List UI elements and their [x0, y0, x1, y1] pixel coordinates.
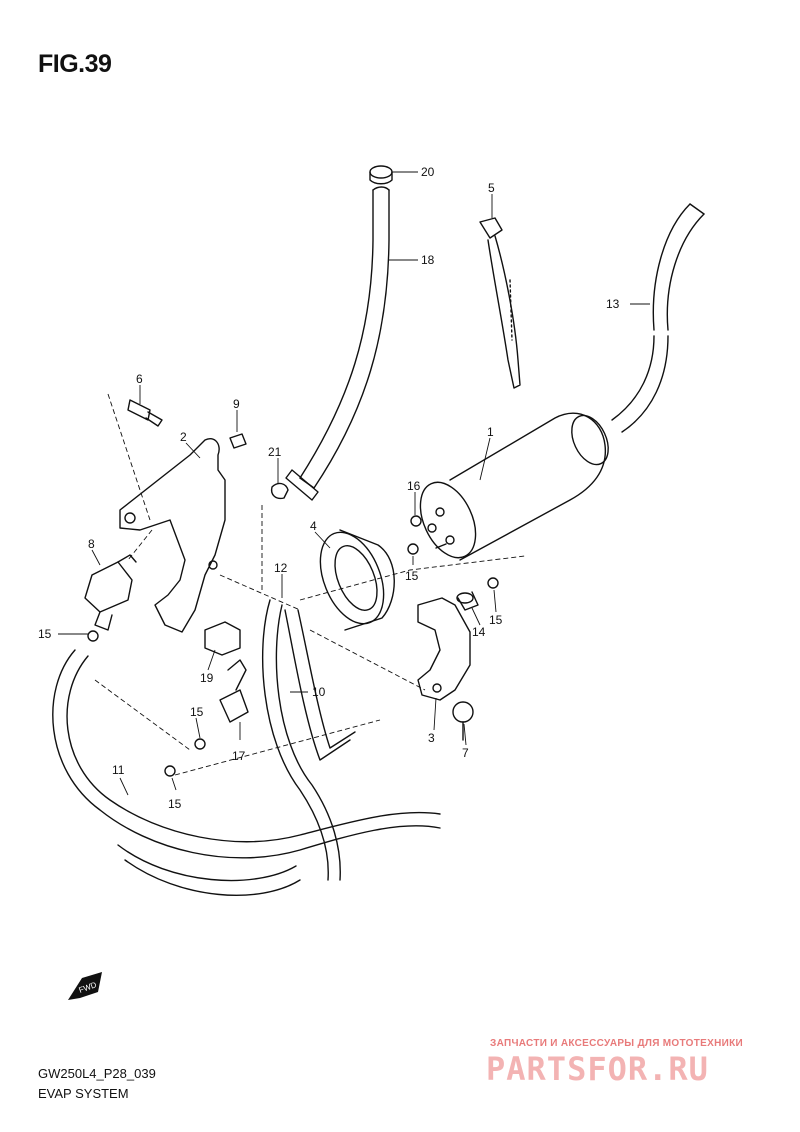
cap-14 — [456, 591, 479, 611]
callout-6: 6 — [136, 372, 143, 386]
clamp-20 — [369, 165, 393, 185]
callout-15e: 15 — [168, 797, 182, 811]
bolt-7 — [452, 701, 474, 741]
callout-15b: 15 — [405, 569, 419, 583]
callout-15c: 15 — [489, 613, 503, 627]
cable-tie-5 — [479, 217, 521, 389]
callout-12: 12 — [274, 561, 288, 575]
diagram-code: GW250L4_P28_039 — [38, 1066, 156, 1081]
cushion-19 — [204, 621, 241, 656]
canister-1 — [419, 412, 609, 561]
callout-15d: 15 — [190, 705, 204, 719]
callout-8: 8 — [88, 537, 95, 551]
callout-labels: 1 2 3 4 5 6 7 8 9 10 11 12 13 14 15 15 1… — [38, 165, 620, 811]
leader-lines — [58, 171, 650, 796]
callout-21: 21 — [268, 445, 282, 459]
callout-7: 7 — [462, 746, 469, 760]
bracket-3 — [417, 597, 471, 701]
assembly-lines — [94, 393, 526, 776]
hose-18 — [299, 186, 390, 489]
callout-20: 20 — [421, 165, 435, 179]
bolt-6 — [127, 399, 163, 427]
callout-1: 1 — [487, 425, 494, 439]
callout-19: 19 — [200, 671, 214, 685]
fitting-17 — [219, 659, 249, 723]
hose-10 — [261, 599, 356, 881]
callout-11: 11 — [112, 763, 125, 777]
callout-10: 10 — [312, 685, 326, 699]
nut-9 — [229, 433, 247, 449]
callout-14: 14 — [472, 625, 486, 639]
system-name: EVAP SYSTEM — [38, 1086, 129, 1101]
watermark-logo: PARTSFOR.RU — [486, 1050, 709, 1088]
callout-13: 13 — [606, 297, 620, 311]
callout-18: 18 — [421, 253, 435, 267]
callout-17: 17 — [232, 749, 246, 763]
hose-11 — [52, 649, 441, 896]
valve-8 — [84, 554, 137, 631]
hose-18-end — [285, 469, 319, 501]
callout-4: 4 — [310, 519, 317, 533]
callout-15a: 15 — [38, 627, 52, 641]
forward-arrow — [68, 972, 102, 1000]
callout-16: 16 — [407, 479, 421, 493]
callout-5: 5 — [488, 181, 495, 195]
bracket-2 — [119, 438, 226, 633]
watermark-tagline: ЗАПЧАСТИ И АКСЕССУАРЫ ДЛЯ МОТОТЕХНИКИ — [490, 1038, 743, 1049]
callout-2: 2 — [180, 430, 187, 444]
figure-title: FIG.39 — [38, 50, 112, 78]
callout-3: 3 — [428, 731, 435, 745]
callout-9: 9 — [233, 397, 240, 411]
cushion-4 — [319, 529, 395, 631]
clamp-21 — [270, 482, 289, 500]
hose-13 — [611, 203, 705, 433]
clamps-15-16 — [87, 515, 499, 777]
